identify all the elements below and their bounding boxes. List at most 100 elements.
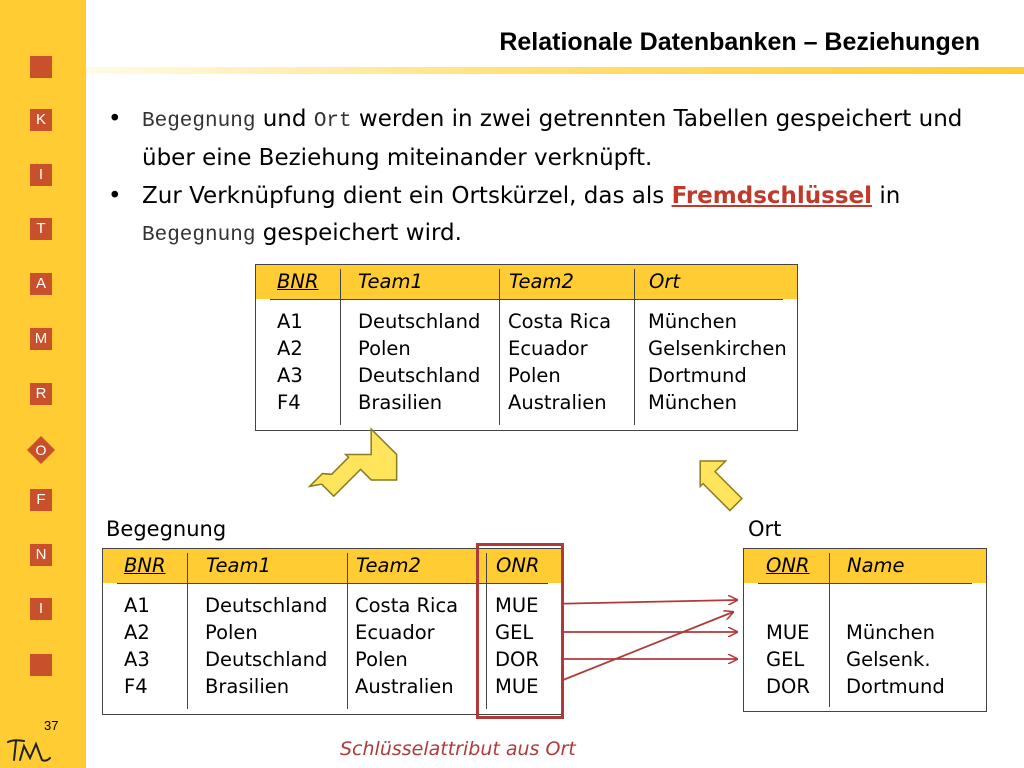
table-cell: Polen [355,648,408,671]
header-divider [117,583,548,584]
table-cell: Brasilien [358,391,443,414]
combined-table: BNR Team1 Team2 Ort A1 Deutschland Costa… [255,264,798,431]
table-cell: Gelsenk. [846,648,931,671]
table-cell: München [846,621,935,644]
table-cell: DOR [766,675,810,698]
table-cell: A2 [124,621,150,644]
text-span: in [872,183,901,209]
table-cell: Costa Rica [508,310,612,333]
column-header: Team1 [206,554,271,577]
sidebar-letter: I [30,598,52,620]
table-cell: Dortmund [648,364,747,387]
column-header: BNR [124,554,166,577]
table-cell: DOR [495,648,539,671]
title-underline [86,67,1024,74]
sidebar-letter: K [30,109,52,131]
bullet-dot: • [108,183,122,209]
table-cell: A1 [277,310,303,333]
column-divider [829,553,830,707]
table-cell: GEL [766,648,805,671]
table-cell: Ecuador [355,621,435,644]
table-cell: Australien [508,391,607,414]
table-header [103,549,562,583]
table-cell: Polen [358,337,411,360]
ort-label: Ort [748,517,782,541]
table-cell: Deutschland [358,310,481,333]
table-cell: Costa Rica [355,594,459,617]
diamond-icon: O [27,436,55,464]
table-header [744,549,986,583]
column-header: ONR [496,554,540,577]
column-header: Team2 [356,554,421,577]
column-divider [486,553,487,709]
bullet-1-text: Begegnung und Ort werden in zwei getrenn… [142,101,1002,177]
column-divider [499,269,500,425]
table-cell: Ecuador [508,337,588,360]
split-arrow-right-icon [699,460,743,512]
sidebar-letter: R [30,383,52,405]
sidebar-letter: A [30,273,52,295]
split-arrow-left-icon [307,427,398,498]
header-divider [758,583,972,584]
sidebar-letter: F [30,489,52,511]
text-span: und [255,106,314,132]
column-header: Team2 [509,270,574,293]
table-cell: Australien [355,675,454,698]
table-cell: F4 [124,675,148,698]
bottom-square [30,654,52,676]
table-cell: Deutschland [205,594,328,617]
sidebar-letter: O [36,442,47,458]
table-header [256,265,797,299]
bullet-2-text: Zur Verknüpfung dient ein Ortskürzel, da… [142,178,1002,254]
column-divider [347,553,348,709]
table-cell: Deutschland [358,364,481,387]
begegnung-table: BNR Team1 Team2 ONR A1 Deutschland Costa… [102,548,563,715]
table-cell: Polen [508,364,561,387]
tm-logo-icon [7,739,51,762]
text-span: werden in zwei getrennten Tabellen gespe… [142,106,963,171]
table-cell: Dortmund [846,675,945,698]
table-cell: Polen [205,621,258,644]
table-cell: München [648,391,737,414]
table-cell: A2 [277,337,303,360]
foreign-key-highlight [476,543,564,719]
sidebar-letter: N [30,544,52,566]
table-cell: MUE [495,594,539,617]
column-header: BNR [277,270,319,293]
code-term: Ort [313,110,352,133]
sidebar-letter: T [30,218,52,240]
code-term: Begegnung [142,110,256,133]
link-arrow-mue-2 [547,612,733,687]
foreign-key-term: Fremdschlüssel [671,183,873,209]
text-span: gespeichert wird. [255,220,462,246]
table-cell: München [648,310,737,333]
sidebar-letter: I [30,164,52,186]
column-header: Team1 [358,270,423,293]
sidebar-banner: K I T A M R O F N I 37 [0,0,86,768]
table-cell: Brasilien [205,675,290,698]
page-number: 37 [44,718,59,733]
bullet-dot: • [108,106,122,132]
slide-title: Relationale Datenbanken – Beziehungen [499,28,980,56]
link-arrow-mue [547,600,737,604]
column-divider [634,269,635,425]
table-cell: A1 [124,594,150,617]
column-divider [340,269,341,425]
table-cell: MUE [495,675,539,698]
table-cell: MUE [766,621,810,644]
header-divider [270,299,783,300]
column-divider [187,553,188,709]
table-cell: A3 [124,648,150,671]
begegnung-label: Begegnung [106,517,227,541]
column-header: Ort [649,270,681,293]
column-header: Name [847,554,905,577]
top-square [30,56,52,78]
key-attribute-caption: Schlüsselattribut aus Ort [340,738,576,760]
table-cell: Gelsenkirchen [648,337,787,360]
text-span: Zur Verknüpfung dient ein Ortskürzel, da… [142,183,672,209]
column-header: ONR [766,554,810,577]
table-cell: A3 [277,364,303,387]
ort-table: ONR Name MUE München GEL Gelsenk. DOR Do… [743,548,987,712]
sidebar-letter: M [30,328,52,350]
